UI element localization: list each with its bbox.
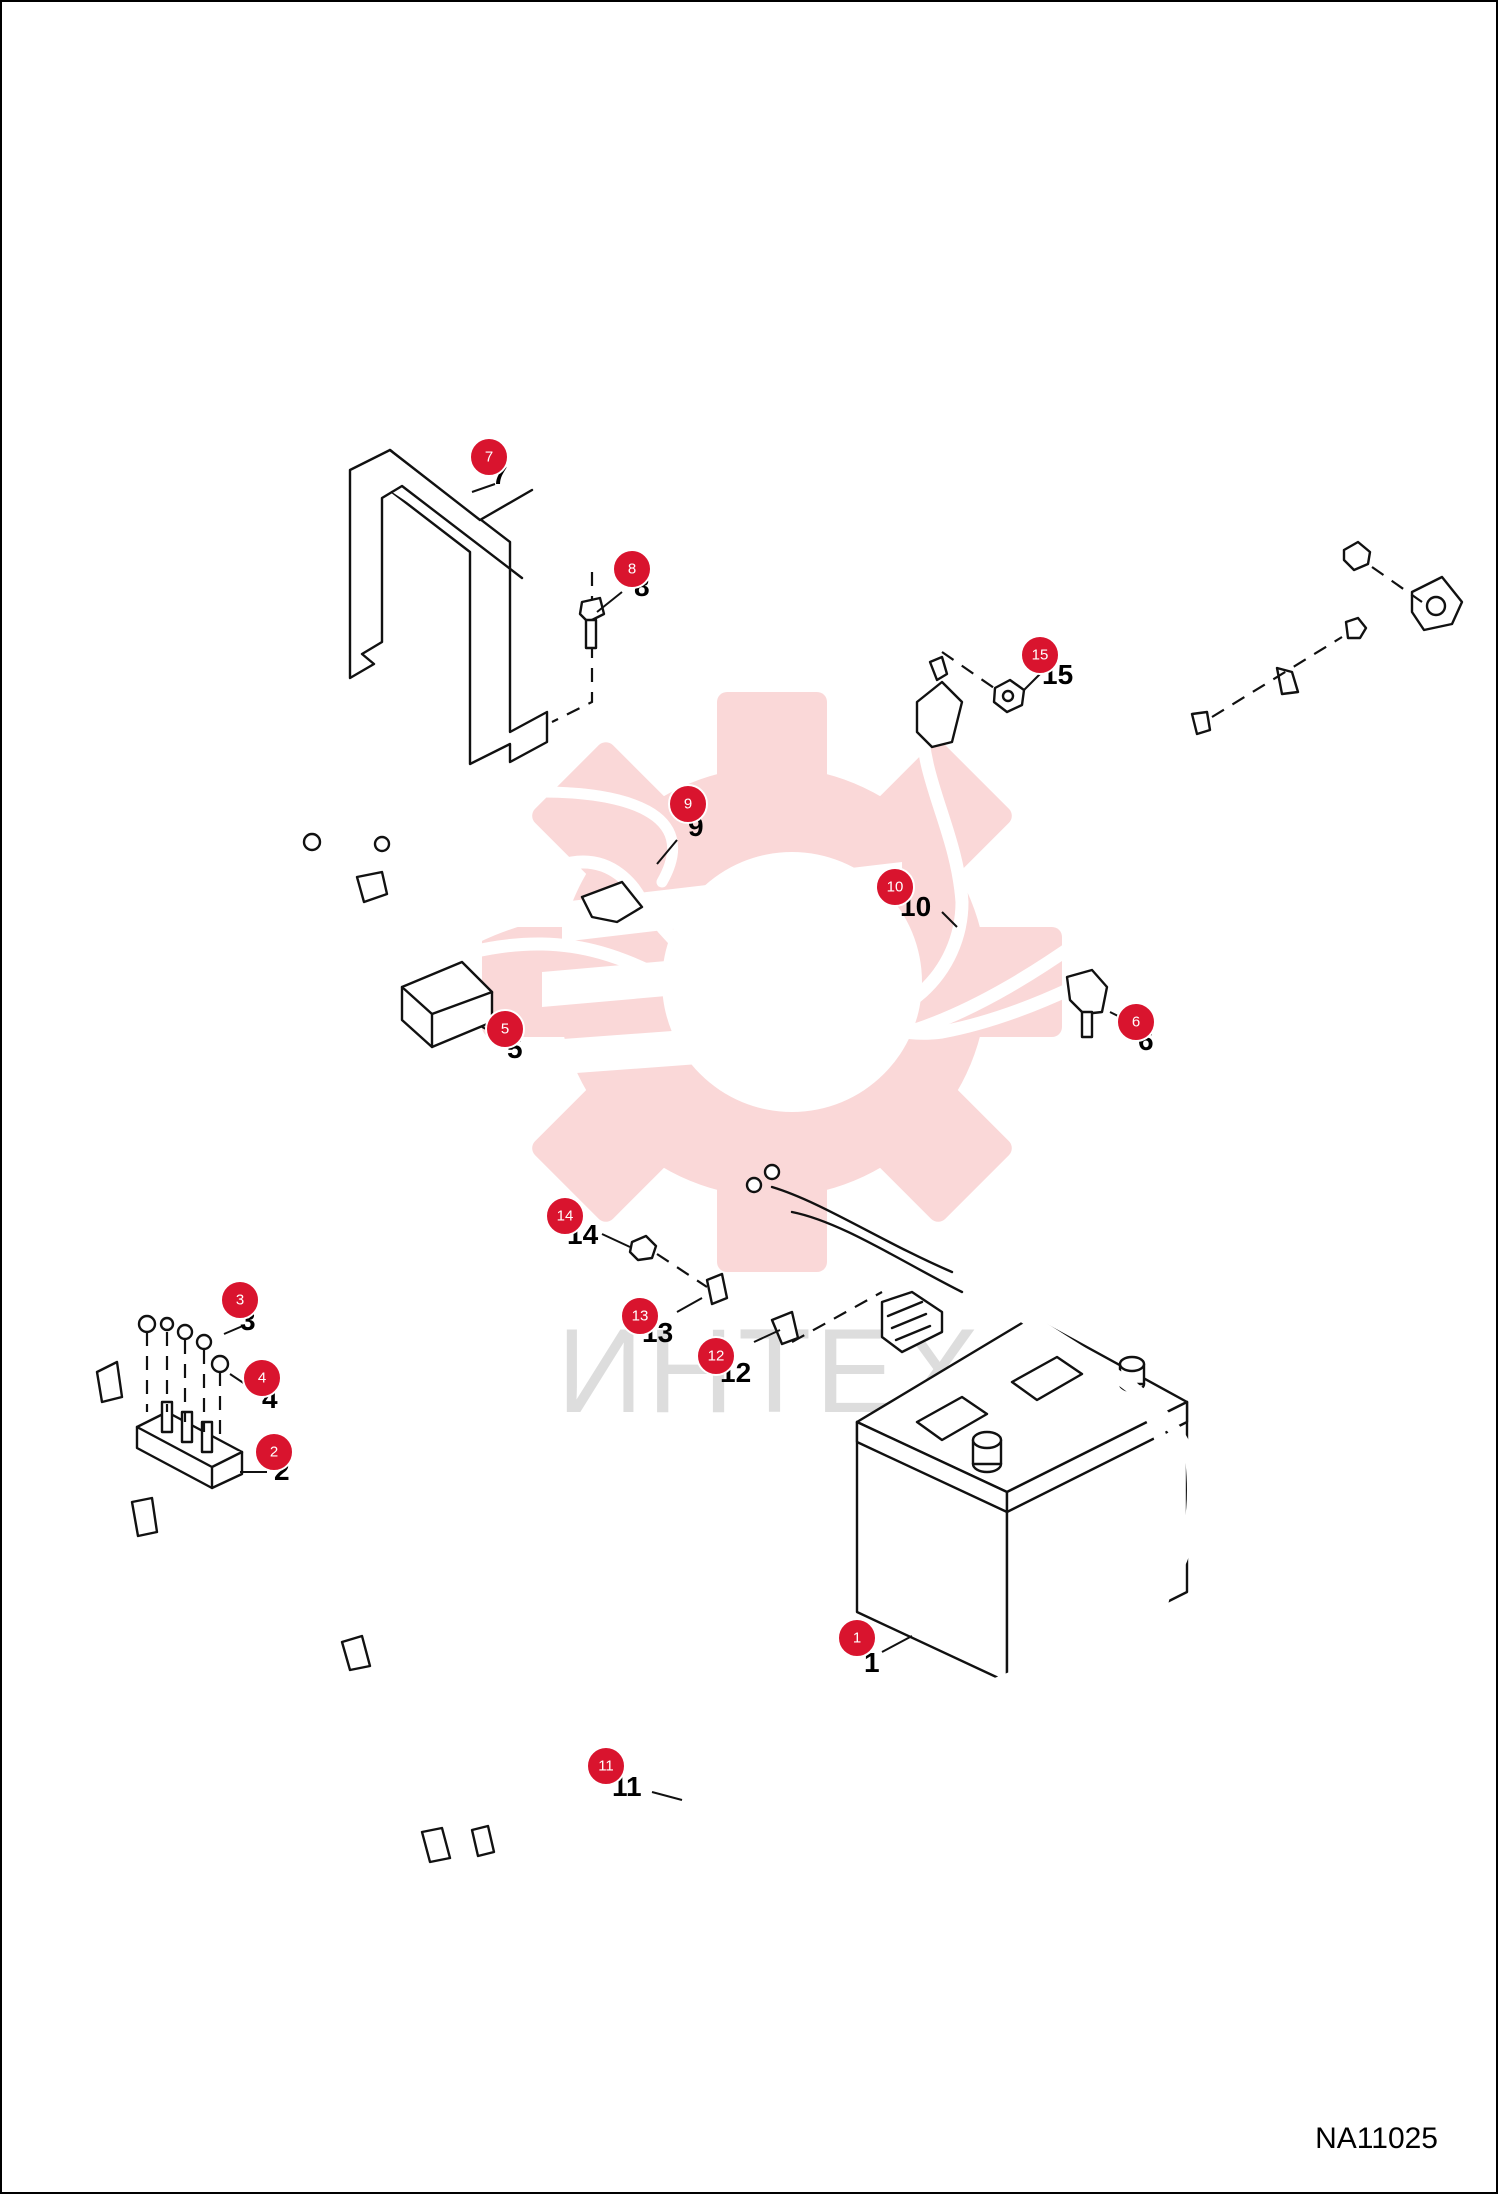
upper-right-guide-1 xyxy=(1371,566,1423,603)
svg-text:11: 11 xyxy=(598,1758,614,1775)
callout-badge-6[interactable]: 6 xyxy=(1116,1002,1156,1042)
callout-badge-12[interactable]: 12 xyxy=(696,1336,736,1376)
callout-badge-15[interactable]: 15 xyxy=(1020,635,1060,675)
bracket-bolt xyxy=(578,596,606,650)
svg-text:3: 3 xyxy=(236,1292,244,1309)
stud-guide-2 xyxy=(791,1291,883,1343)
nut-guide-line xyxy=(941,651,998,691)
svg-text:8: 8 xyxy=(628,561,636,578)
lower-cable-harness xyxy=(31,1185,1200,1881)
figure-id-label: NA11025 xyxy=(1315,2122,1438,2155)
svg-text:1: 1 xyxy=(853,1630,861,1647)
callout-badge-5[interactable]: 5 xyxy=(485,1009,525,1049)
callout-badge-14[interactable]: 14 xyxy=(545,1196,585,1236)
callout-badge-4[interactable]: 4 xyxy=(242,1358,282,1398)
svg-text:9: 9 xyxy=(684,796,692,813)
terminal-block xyxy=(135,1400,244,1490)
upper-right-guide-2 xyxy=(1211,636,1343,718)
terminal-bolts xyxy=(137,1314,230,1374)
callout-badge-8[interactable]: 8 xyxy=(612,549,652,589)
callout-badge-10[interactable]: 10 xyxy=(875,867,915,907)
svg-text:13: 13 xyxy=(632,1308,649,1325)
callout-badges: 1 2 3 4 5 6 7 8 9 10 11 12 13 14 15 xyxy=(220,437,1156,1786)
battery-hold-down-bracket xyxy=(348,448,549,766)
stud-guide-1 xyxy=(656,1253,708,1288)
callout-badge-7[interactable]: 7 xyxy=(469,437,509,477)
bracket-bolt-guide-line xyxy=(551,572,594,723)
upper-cable-harness xyxy=(302,575,1469,1052)
callout-badge-1[interactable]: 1 xyxy=(837,1618,877,1658)
svg-text:15: 15 xyxy=(1032,647,1049,664)
svg-text:5: 5 xyxy=(501,1021,509,1038)
cable-nut xyxy=(992,678,1026,714)
stud-fasteners xyxy=(628,1163,800,1346)
svg-text:12: 12 xyxy=(708,1348,725,1365)
svg-text:2: 2 xyxy=(270,1444,278,1461)
svg-text:14: 14 xyxy=(557,1208,574,1225)
upper-right-fasteners xyxy=(1190,540,1372,736)
svg-text:10: 10 xyxy=(887,879,904,896)
svg-text:4: 4 xyxy=(258,1370,266,1387)
callout-badge-3[interactable]: 3 xyxy=(220,1280,260,1320)
svg-text:6: 6 xyxy=(1132,1014,1140,1031)
callout-badge-11[interactable]: 11 xyxy=(586,1746,626,1786)
callout-badge-2[interactable]: 2 xyxy=(254,1432,294,1472)
svg-text:7: 7 xyxy=(485,449,493,466)
callout-badge-9[interactable]: 9 xyxy=(668,784,708,824)
watermark-gear-logo xyxy=(482,692,1062,1272)
cable-clip xyxy=(1065,968,1109,1039)
callout-badge-13[interactable]: 13 xyxy=(620,1296,660,1336)
